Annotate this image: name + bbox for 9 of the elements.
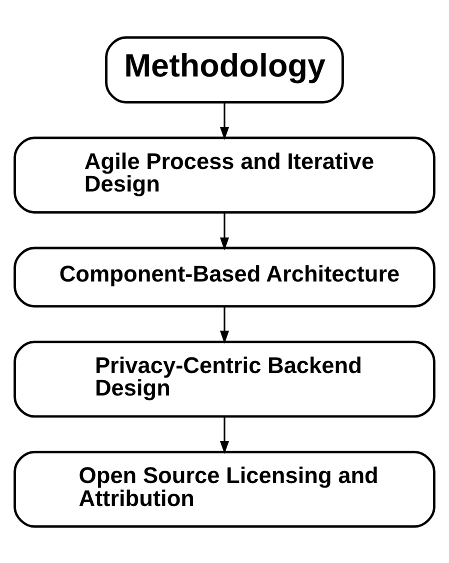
arrow [220,306,230,344]
arrow [220,416,230,454]
node-box: Agile Process and Iterative Design [14,136,436,214]
node-box: Component-Based Architecture [14,246,436,307]
arrow [220,102,230,140]
node-box: Privacy-Centric Backend Design [14,340,436,418]
arrow [220,212,230,250]
node-box: Methodology [105,36,344,103]
node-box: Open Source Licensing and Attribution [14,450,436,528]
